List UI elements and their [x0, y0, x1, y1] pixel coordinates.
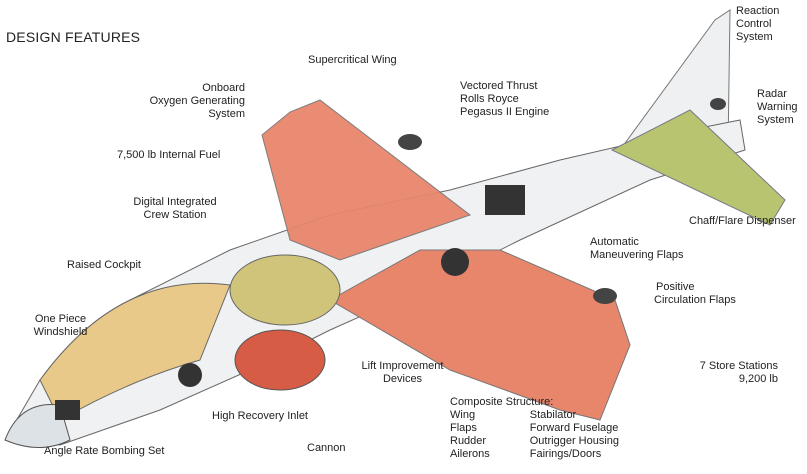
label-inlet: High Recovery Inlet [212, 410, 308, 422]
label-engine: Vectored Thrust Rolls Royce Pegasus II E… [460, 80, 549, 119]
composite-item: Flaps [450, 422, 477, 434]
label-line: System [208, 108, 245, 120]
label-windshield: One Piece Windshield [28, 313, 93, 339]
engine [229, 254, 341, 326]
label-line: Vectored Thrust [460, 80, 538, 92]
label-oxygen-system: Onboard Oxygen Generating System [140, 82, 245, 121]
stabilator [610, 109, 786, 226]
label-line: 9,200 lb [738, 373, 778, 385]
label-line: Digital Integrated [133, 196, 217, 208]
label-chaff-dispenser: Chaff/Flare Dispenser [689, 215, 796, 227]
label-reaction-control: Reaction Control System [736, 5, 779, 44]
label-line: Automatic [590, 236, 639, 248]
main-wheel [441, 248, 469, 276]
label-radar-warning: Radar Warning System [757, 88, 798, 127]
composite-item: Wing [450, 409, 476, 421]
intake [234, 329, 326, 391]
label-line: Devices [382, 373, 423, 385]
composite-heading: Composite Structure: [450, 396, 554, 408]
label-line: Warning [757, 101, 798, 113]
label-line: Windshield [33, 326, 88, 338]
composite-item: Forward Fuselage [529, 422, 619, 434]
composite-col-2: Stabilator Forward Fuselage Outrigger Ho… [530, 409, 619, 461]
composite-item: Stabilator [529, 409, 577, 421]
label-line: 7 Store Stations [699, 360, 778, 372]
composite-col-1: Wing Flaps Rudder Ailerons [450, 409, 490, 461]
label-line: Crew Station [143, 209, 207, 221]
label-maneuvering-flaps: Automatic Maneuvering Flaps [590, 236, 684, 262]
nose-wheel [178, 363, 202, 387]
label-line: Control [736, 18, 772, 30]
label-bombing-set: Angle Rate Bombing Set [44, 445, 165, 457]
label-line: Lift Improvement [361, 360, 444, 372]
composite-item: Ailerons [450, 448, 490, 460]
composite-item: Rudder [450, 435, 487, 447]
radar-pod [710, 98, 726, 110]
label-cannon: Cannon [307, 442, 346, 454]
label-line: Maneuvering Flaps [590, 249, 684, 261]
far-wing [261, 99, 472, 261]
page-title: DESIGN FEATURES [6, 29, 141, 45]
label-store-stations: 7 Store Stations 9,200 lb [680, 360, 778, 386]
label-line: Pegasus II Engine [460, 106, 550, 118]
nose-cone [4, 403, 71, 448]
label-line: Circulation Flaps [654, 294, 736, 306]
rear-equipment [485, 185, 525, 215]
label-line: Oxygen Generating [149, 95, 245, 107]
composite-item: Outrigger Housing [529, 435, 620, 447]
outrigger-near [593, 288, 617, 304]
label-composite-structure: Composite Structure: Wing Flaps Rudder A… [450, 396, 619, 461]
composite-item: Fairings/Doors [529, 448, 602, 460]
cockpit-canopy [39, 282, 231, 421]
label-line: Onboard [202, 82, 245, 94]
label-line: Rolls Royce [460, 93, 519, 105]
label-line: System [736, 31, 773, 43]
label-line: One Piece [34, 313, 87, 325]
outrigger-far [398, 134, 422, 150]
near-wing [328, 249, 631, 421]
label-crew-station: Digital Integrated Crew Station [120, 196, 230, 222]
label-line: System [757, 114, 794, 126]
label-lift-devices: Lift Improvement Devices [355, 360, 450, 386]
label-raised-cockpit: Raised Cockpit [67, 259, 141, 271]
label-line: Positive [656, 281, 695, 293]
bombing-set-equipment [55, 400, 80, 420]
label-line: Reaction [736, 5, 780, 17]
label-line: Radar [757, 88, 787, 100]
label-internal-fuel: 7,500 lb Internal Fuel [117, 149, 221, 161]
label-supercritical-wing: Supercritical Wing [308, 54, 397, 66]
label-circulation-flaps: Positive Circulation Flaps [654, 281, 736, 307]
